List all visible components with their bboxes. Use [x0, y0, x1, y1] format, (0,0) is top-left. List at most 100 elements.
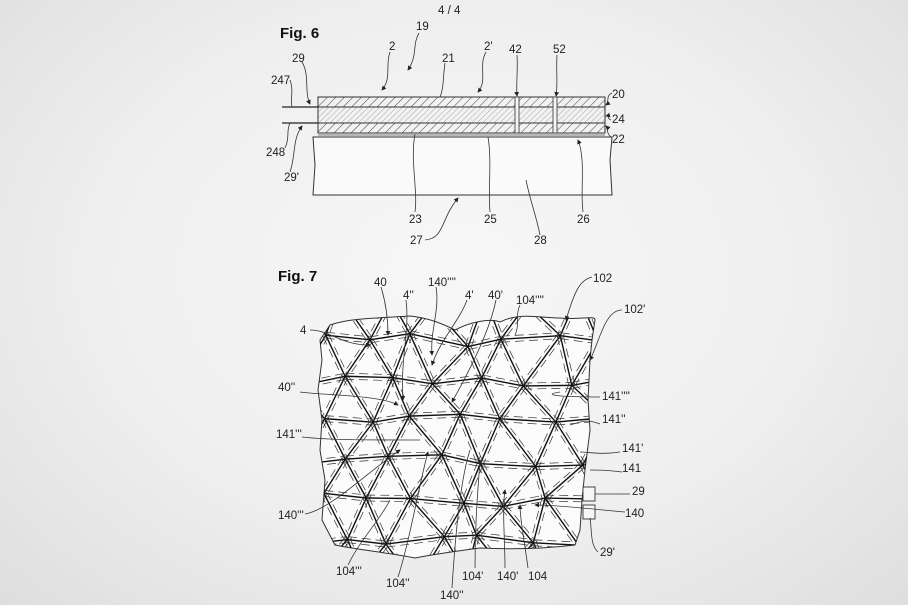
mesh-strip	[297, 547, 315, 575]
label-104-prime: 104'	[462, 571, 483, 583]
mesh-strip	[572, 378, 595, 389]
label-22: 22	[612, 134, 625, 146]
mesh-strip	[345, 372, 393, 375]
mesh-strip	[499, 421, 556, 426]
mesh-edge	[346, 497, 367, 540]
mesh-edge	[325, 316, 341, 336]
mesh-strip	[441, 501, 462, 536]
mesh-strip	[367, 316, 389, 339]
mesh-strip	[318, 466, 322, 496]
label-19: 19	[416, 21, 429, 33]
substrate-28	[312, 136, 613, 196]
mesh-strip	[370, 336, 411, 344]
mesh-edge	[467, 338, 502, 348]
mesh-strip	[411, 316, 434, 336]
mesh-strip	[550, 581, 593, 583]
label-24: 24	[612, 114, 625, 126]
mesh-strip	[406, 334, 431, 386]
label-140-3prime: 140'''	[278, 510, 304, 522]
mesh-strip	[558, 420, 586, 464]
connector-29-prime	[582, 504, 596, 520]
mesh-edge	[598, 341, 622, 377]
label-140: 140	[625, 508, 644, 520]
label-141-prime: 141'	[622, 443, 643, 455]
mesh-strip	[415, 572, 466, 582]
mesh-strip	[347, 341, 373, 379]
mesh-strip	[326, 460, 349, 496]
label-52: 52	[553, 44, 566, 56]
mesh-edge	[344, 421, 374, 460]
mesh-strip	[318, 333, 324, 386]
mesh-strip	[444, 453, 468, 503]
mesh-strip	[553, 423, 581, 467]
mesh-edge	[598, 296, 622, 340]
label-104: 104	[528, 571, 548, 583]
mesh-edge	[431, 346, 469, 385]
label-141-3prime: 141'''	[276, 429, 302, 441]
mesh-edge	[598, 337, 648, 341]
mesh-strip	[391, 303, 431, 308]
mesh-strip	[320, 494, 346, 542]
mesh-edge	[318, 544, 319, 558]
mesh-strip	[523, 382, 572, 384]
mesh-strip	[326, 491, 351, 539]
mesh-strip	[366, 494, 411, 496]
mesh-edge	[463, 502, 504, 508]
mesh-strip	[525, 383, 559, 421]
label-20: 20	[612, 89, 625, 101]
mesh-strip	[470, 316, 489, 348]
mesh-edge	[441, 454, 481, 465]
mesh-edge	[318, 375, 346, 388]
mesh-strip	[619, 335, 645, 374]
mesh-edge	[463, 503, 478, 536]
label-2: 2	[389, 41, 395, 53]
mesh-strip	[582, 458, 595, 463]
mesh-edge	[481, 338, 502, 379]
mesh-edge	[408, 415, 443, 456]
mesh-strip	[549, 575, 592, 577]
mesh-edge	[459, 377, 483, 415]
mesh-strip	[603, 498, 620, 543]
mesh-edge	[392, 333, 411, 378]
mesh-strip	[546, 543, 577, 558]
mesh-strip	[433, 316, 471, 345]
mesh-strip	[444, 531, 477, 535]
mesh-edge	[560, 334, 595, 342]
triangular-electrode-mesh	[297, 291, 648, 583]
mesh-strip	[432, 380, 483, 388]
mesh-strip	[532, 420, 554, 466]
mesh-strip	[441, 457, 480, 467]
mesh-strip	[538, 423, 559, 468]
mesh-edge	[414, 536, 445, 558]
mesh-strip	[327, 377, 349, 421]
mesh-strip	[620, 543, 643, 576]
layer-20	[317, 96, 606, 108]
mesh-strip	[388, 499, 414, 546]
mesh-strip	[542, 462, 582, 497]
mesh-strip	[464, 499, 504, 504]
mesh-strip	[538, 465, 549, 498]
mesh-strip	[411, 385, 436, 419]
mesh-edge	[500, 316, 528, 340]
mesh-strip	[337, 316, 368, 342]
label-102: 102	[593, 273, 612, 285]
mesh-edge	[441, 413, 461, 456]
mesh-edge	[323, 458, 346, 494]
mesh-strip	[533, 545, 579, 549]
mesh-edge	[555, 416, 595, 423]
mesh-strip	[501, 416, 539, 465]
mesh-strip	[410, 495, 465, 501]
mesh-strip	[342, 316, 373, 339]
mesh-edge	[544, 464, 584, 499]
mesh-strip	[484, 376, 503, 418]
mesh-strip	[555, 414, 595, 420]
mesh-strip	[535, 541, 553, 558]
mesh-strip	[347, 457, 370, 497]
mesh-strip	[597, 334, 647, 338]
mesh-edge	[361, 543, 387, 558]
mesh-strip	[579, 291, 622, 293]
mesh-edge	[555, 385, 573, 423]
mesh-edge	[502, 505, 534, 544]
mesh-strip	[477, 417, 498, 463]
label-23: 23	[409, 214, 422, 226]
